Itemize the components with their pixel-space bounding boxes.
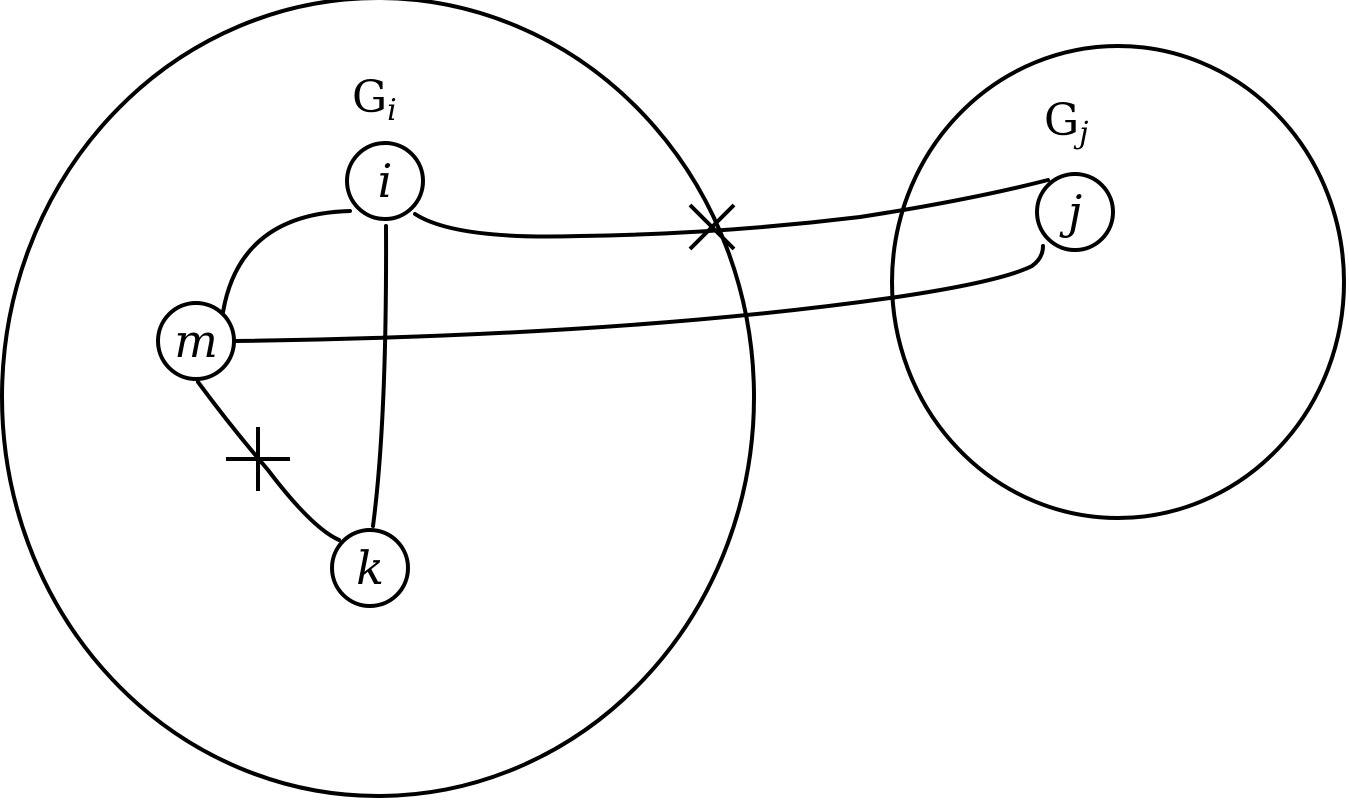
edge-i-m bbox=[221, 209, 352, 314]
node-j-circle bbox=[1035, 172, 1115, 252]
cut-mark-edge-i-j bbox=[688, 203, 736, 251]
group-region-gj bbox=[890, 44, 1346, 520]
node-k-label: k bbox=[356, 541, 384, 595]
node-i-label: i bbox=[378, 154, 393, 208]
node-k: k bbox=[330, 528, 410, 608]
group-region-gi bbox=[0, 0, 756, 798]
group-label-gi-subscript: i bbox=[387, 93, 397, 128]
node-m-circle bbox=[156, 301, 236, 381]
cut-mark-edge-m-k bbox=[226, 427, 290, 491]
edge-i-j bbox=[413, 178, 1050, 239]
edge-i-k bbox=[371, 224, 389, 528]
node-m-label: m bbox=[174, 314, 218, 368]
group-label-gi-letter: G bbox=[352, 72, 387, 123]
node-i-circle bbox=[345, 141, 425, 221]
group-label-gj-letter: G bbox=[1044, 95, 1079, 146]
group-label-gi: Gi bbox=[352, 72, 397, 128]
node-j: j bbox=[1035, 172, 1115, 252]
group-label-gj: Gj bbox=[1044, 95, 1088, 151]
edge-m-j bbox=[233, 244, 1045, 343]
edge-m-k bbox=[196, 380, 341, 542]
node-i: i bbox=[345, 141, 425, 221]
node-m: m bbox=[156, 301, 236, 381]
node-k-circle bbox=[330, 528, 410, 608]
